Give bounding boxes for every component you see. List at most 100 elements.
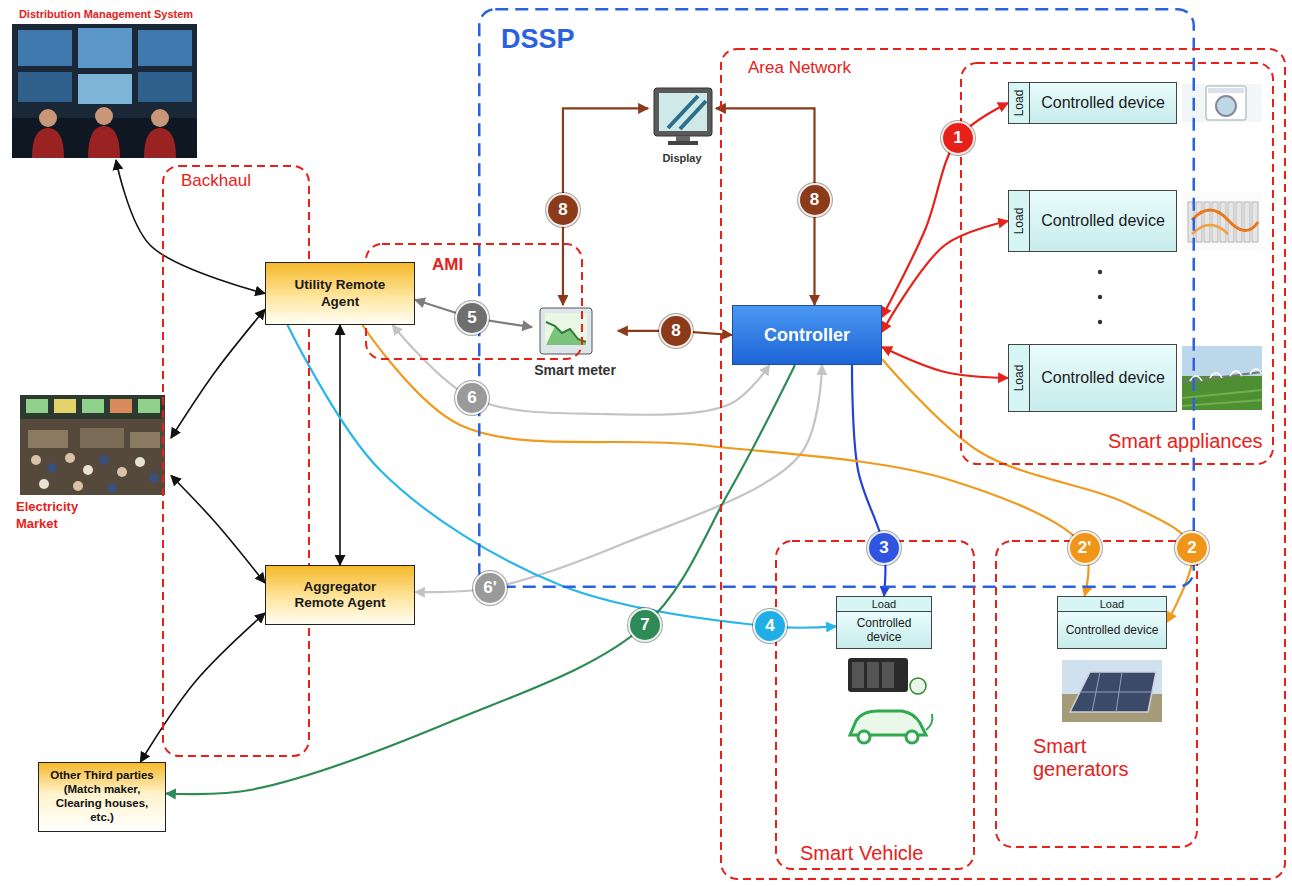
device-box: Controlled device (1029, 344, 1177, 412)
callout-number: 5 (467, 308, 476, 328)
radiator-picture (1220, 202, 1226, 242)
battery-picture (848, 658, 926, 694)
icon-label: Display (660, 152, 703, 164)
radiator-picture (1212, 202, 1218, 242)
battery-picture (882, 662, 894, 688)
control-room-photo (138, 30, 192, 66)
agent-box: Aggregator Remote Agent (265, 565, 415, 625)
callout-number: 8 (810, 190, 819, 210)
callout-number: 8 (558, 200, 567, 220)
dashed-outline (961, 63, 1273, 464)
connector (339, 325, 341, 565)
device-box: LoadControlled device (836, 596, 932, 748)
radiator-picture (1196, 202, 1202, 242)
trading-floor-photo (99, 455, 109, 465)
agent-box: Utility Remote Agent (265, 262, 415, 325)
trading-floor-photo (39, 479, 49, 489)
trading-floor-photo (130, 432, 160, 448)
dashed-outline (366, 244, 582, 359)
party-box: Other Third parties (Match maker, Cleari… (38, 762, 166, 832)
callout-circle: 8 (659, 314, 693, 348)
callout-number: 2' (1078, 538, 1092, 558)
connector (882, 221, 1008, 332)
controller-box: Controller (732, 305, 882, 365)
radiator-picture (1204, 202, 1210, 242)
electric-car-picture (906, 731, 918, 743)
dashed-outline (776, 541, 974, 869)
display-icon (668, 96, 706, 129)
callout-number: 6 (467, 388, 476, 408)
dashed-outline (163, 166, 309, 756)
region-label: Backhaul (178, 171, 254, 191)
ellipsis-dots (1098, 295, 1102, 299)
box-label: Controller (764, 325, 850, 346)
connector (415, 365, 822, 592)
display-icon (654, 88, 712, 136)
region-label: Smart appliances (1105, 430, 1266, 453)
trading-floor-photo (135, 457, 145, 467)
load-label: Load (872, 598, 896, 610)
device-box: LoadControlled device (1008, 344, 1266, 412)
dashed-outline (721, 49, 1285, 879)
callout-circle: 6' (473, 571, 507, 605)
network-region: Area NetworkControllerSmart appliancesLo… (720, 48, 1286, 880)
electric-car-picture (926, 714, 932, 730)
display-icon (654, 88, 712, 145)
trading-floor-photo (31, 455, 41, 465)
region-label: Smart generators (1030, 735, 1148, 781)
display-icon (676, 136, 690, 141)
display-icon (659, 93, 707, 131)
load-box: Load (1008, 190, 1030, 252)
display-icon (668, 141, 698, 145)
battery-picture (867, 662, 879, 688)
device-box: LoadControlled device (1057, 596, 1167, 726)
callout-circle: 5 (455, 301, 489, 335)
trading-floor-photo (47, 463, 57, 473)
trading-floor-photo (20, 395, 165, 495)
region-label: AMI (429, 255, 466, 275)
device-box: Controlled device (1029, 82, 1177, 124)
trading-floor-photo (54, 399, 76, 413)
control-room-photo (18, 72, 72, 102)
electric-car-picture (858, 731, 870, 743)
washing-machine-picture (1216, 96, 1236, 116)
irrigation-picture (1190, 369, 1262, 381)
trading-floor-photo (107, 483, 117, 493)
dashed-outline (479, 9, 1194, 587)
battery-picture (852, 662, 864, 688)
solar-panel-picture (1080, 672, 1152, 712)
region-outline (162, 165, 310, 757)
callout-number: 6' (483, 578, 497, 598)
load-box: Load (836, 596, 932, 612)
device-label: Controlled device (1041, 212, 1165, 230)
region-outline (775, 540, 975, 870)
region-outline (995, 540, 1198, 848)
trading-floor-photo (80, 428, 124, 448)
dashed-outline (996, 541, 1197, 847)
electric-car-picture (850, 711, 932, 743)
box-label: Aggregator Remote Agent (288, 579, 392, 611)
callout-circle: 3 (867, 531, 901, 565)
icon-label: Smart meter (532, 362, 618, 378)
trading-floor-photo (20, 395, 165, 419)
smart-meter-icon (546, 326, 586, 345)
region-label: Area Network (745, 58, 854, 78)
callout-circle: 8 (546, 193, 580, 227)
callout-number: 1 (953, 128, 962, 148)
connector (363, 325, 1089, 596)
network-region: Backhaul (162, 165, 310, 757)
device-box: Controlled device (836, 611, 932, 649)
load-box: Load (1008, 344, 1030, 412)
control-room-photo (39, 109, 57, 127)
callout-circle: 1 (941, 121, 975, 155)
smart-meter-icon (540, 308, 592, 354)
callout-number: 2 (1187, 538, 1196, 558)
box-label: Other Third parties (Match maker, Cleari… (44, 769, 160, 824)
photo-caption: Distribution Management System (17, 8, 195, 20)
device-label: Controlled device (840, 616, 928, 645)
trading-floor-photo (26, 399, 48, 413)
radiator-picture (1192, 225, 1228, 234)
device-box: Controlled device (1057, 611, 1167, 649)
trading-floor-photo (65, 453, 75, 463)
